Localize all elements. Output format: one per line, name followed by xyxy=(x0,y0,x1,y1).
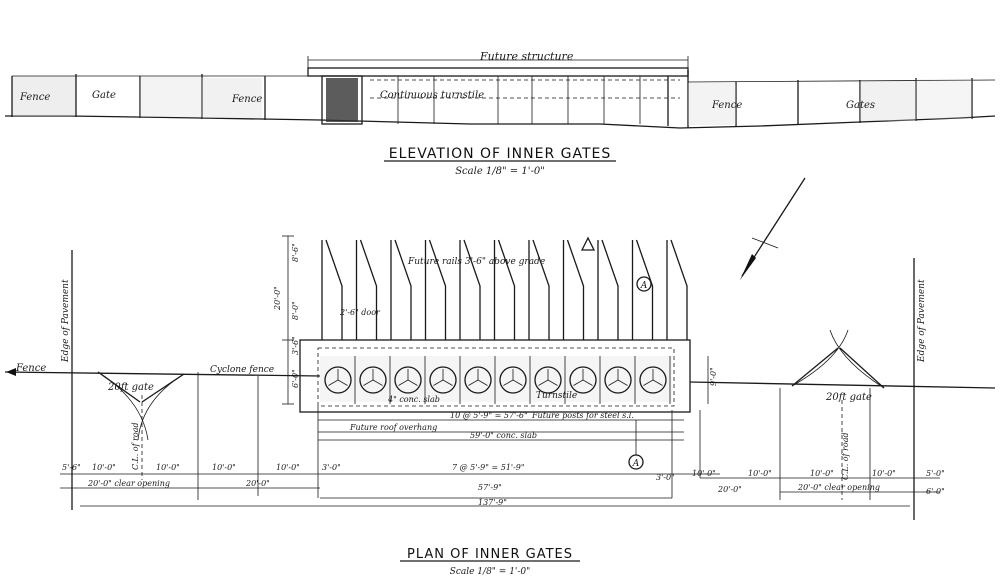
turnstile-icon xyxy=(359,366,387,394)
turnstile-icon xyxy=(499,366,527,394)
dim-57: 57'-9" xyxy=(478,483,502,492)
turnstile-icon xyxy=(324,366,352,394)
future-rail xyxy=(459,239,481,340)
dim-vert-20: 20'-0" xyxy=(273,286,282,311)
future-rail xyxy=(528,239,550,340)
elev-gates-right-label: Gates xyxy=(846,100,875,111)
north-arrow-icon xyxy=(740,177,806,280)
plan-fence-line-right xyxy=(689,381,996,389)
plan-view: A A xyxy=(4,235,996,520)
dim-vert-6: 6'-0" xyxy=(291,369,300,388)
future-structure-label: Future structure xyxy=(479,50,574,63)
dim-vert-8b: 8'-0" xyxy=(291,301,300,320)
dim-vert-9: 9'-0" xyxy=(709,367,718,386)
future-rail xyxy=(390,239,412,340)
turnstile-icon xyxy=(639,366,667,394)
conc-slab-label: 59'-0" conc. slab xyxy=(470,431,537,440)
dim-20-clear-right: 20'-0" clear opening xyxy=(797,483,880,492)
door-label: 2'-6" door xyxy=(339,308,381,317)
dim-20-r: 20'-0" xyxy=(717,485,742,494)
conc-slab-4in-label: 4" conc. slab xyxy=(387,395,440,404)
plan-left-gate-label: 20ft gate xyxy=(107,382,154,393)
turnstile-icon xyxy=(604,366,632,394)
elevation-fence-right xyxy=(687,78,996,127)
section-mark-a-top: A xyxy=(640,281,648,291)
dim-total: 137'-9" xyxy=(478,498,507,507)
plan-fence-line-left xyxy=(4,371,321,377)
turnstile-icon xyxy=(394,366,422,394)
plan-right-gate-label: 20ft gate xyxy=(825,392,872,403)
future-rail xyxy=(562,239,585,340)
plan-turnstile-label: Turnstile xyxy=(536,391,577,401)
elevation-fence-left xyxy=(11,74,310,120)
dim-10-left2: 10'-0" xyxy=(156,463,180,472)
future-rail xyxy=(493,239,516,340)
plan-title: PLAN OF INNER GATES xyxy=(407,547,573,562)
dim-10-left1: 10'-0" xyxy=(92,463,116,472)
dim-10-r2: 10'-0" xyxy=(748,469,772,478)
dim-10-mid2: 10'-0" xyxy=(276,463,300,472)
edge-pavement-right-label: Edge of Pavement xyxy=(917,279,927,363)
turnstile-icon xyxy=(534,366,562,394)
dim-5-r: 5'-0" xyxy=(926,469,945,478)
left-gate-swing xyxy=(97,371,185,480)
cl-road-right-label: C.L. of road xyxy=(841,432,850,480)
elevation-ground-line xyxy=(5,115,996,129)
elev-gate-left-label: Gate xyxy=(92,90,116,101)
revision-triangle-icon xyxy=(580,236,596,251)
elevation-structure xyxy=(307,67,689,128)
dim-20-clear-left: 20'-0" clear opening xyxy=(87,479,170,488)
future-rail xyxy=(321,239,343,340)
elevation-view: Future structure Fence Gate Fence Contin… xyxy=(5,50,996,177)
dim-20-mid: 20'-0" xyxy=(245,479,270,488)
dim-3-left: 3'-0" xyxy=(322,463,341,472)
dim-3-right: 3'-0" xyxy=(656,473,675,482)
future-rail xyxy=(631,239,654,340)
turnstile-icon xyxy=(569,366,597,394)
future-rail xyxy=(355,239,378,340)
elev-fence-left2-label: Fence xyxy=(231,94,262,105)
turnstile-row xyxy=(324,356,671,404)
turnstile-icon xyxy=(464,366,492,394)
elev-turnstile-label: Continuous turnstile xyxy=(380,90,484,101)
future-rail xyxy=(666,239,688,340)
future-rails xyxy=(321,239,688,340)
section-mark-a-bottom: A xyxy=(632,459,640,469)
dim-10-r1: 10'-0" xyxy=(692,469,716,478)
turnstile-icon xyxy=(429,366,457,394)
future-rails-label: Future rails 3'-6" above grade xyxy=(407,257,545,267)
dim-ten-at: 7 @ 5'-9" = 51'-9" xyxy=(452,463,525,472)
elevation-scale: Scale 1/8" = 1'-0" xyxy=(455,166,545,177)
right-gate-swing xyxy=(791,329,885,500)
ten-at-label: 10 @ 5'-9" = 57'-6" xyxy=(450,411,528,420)
elev-fence-right-label: Fence xyxy=(711,100,742,111)
elevation-title: ELEVATION OF INNER GATES xyxy=(389,146,612,162)
edge-pavement-left-label: Edge of Pavement xyxy=(61,279,71,363)
future-rail xyxy=(424,239,447,340)
elev-fence-left-label: Fence xyxy=(19,92,50,103)
dim-vert-3: 3'-6" xyxy=(291,336,300,355)
dim-10-mid1: 10'-0" xyxy=(212,463,236,472)
dim-10-r4: 10'-0" xyxy=(872,469,896,478)
dim-10-r3: 10'-0" xyxy=(810,469,834,478)
dim-vert-8a: 8'-6" xyxy=(291,243,300,262)
plan-fence-label: Fence xyxy=(15,363,46,374)
cl-road-left-label: C.L. of road xyxy=(131,422,140,470)
dim-5-6: 5'-6" xyxy=(62,463,81,472)
cyclone-fence-label: Cyclone fence xyxy=(210,365,274,375)
plan-scale: Scale 1/8" = 1'-0" xyxy=(450,567,531,577)
future-roof-label: Future roof overhang xyxy=(349,423,437,432)
future-posts-label: Future posts for steel s.l. xyxy=(531,411,634,420)
dim-6-r: 6'-0" xyxy=(926,487,945,496)
future-rail xyxy=(597,239,619,340)
